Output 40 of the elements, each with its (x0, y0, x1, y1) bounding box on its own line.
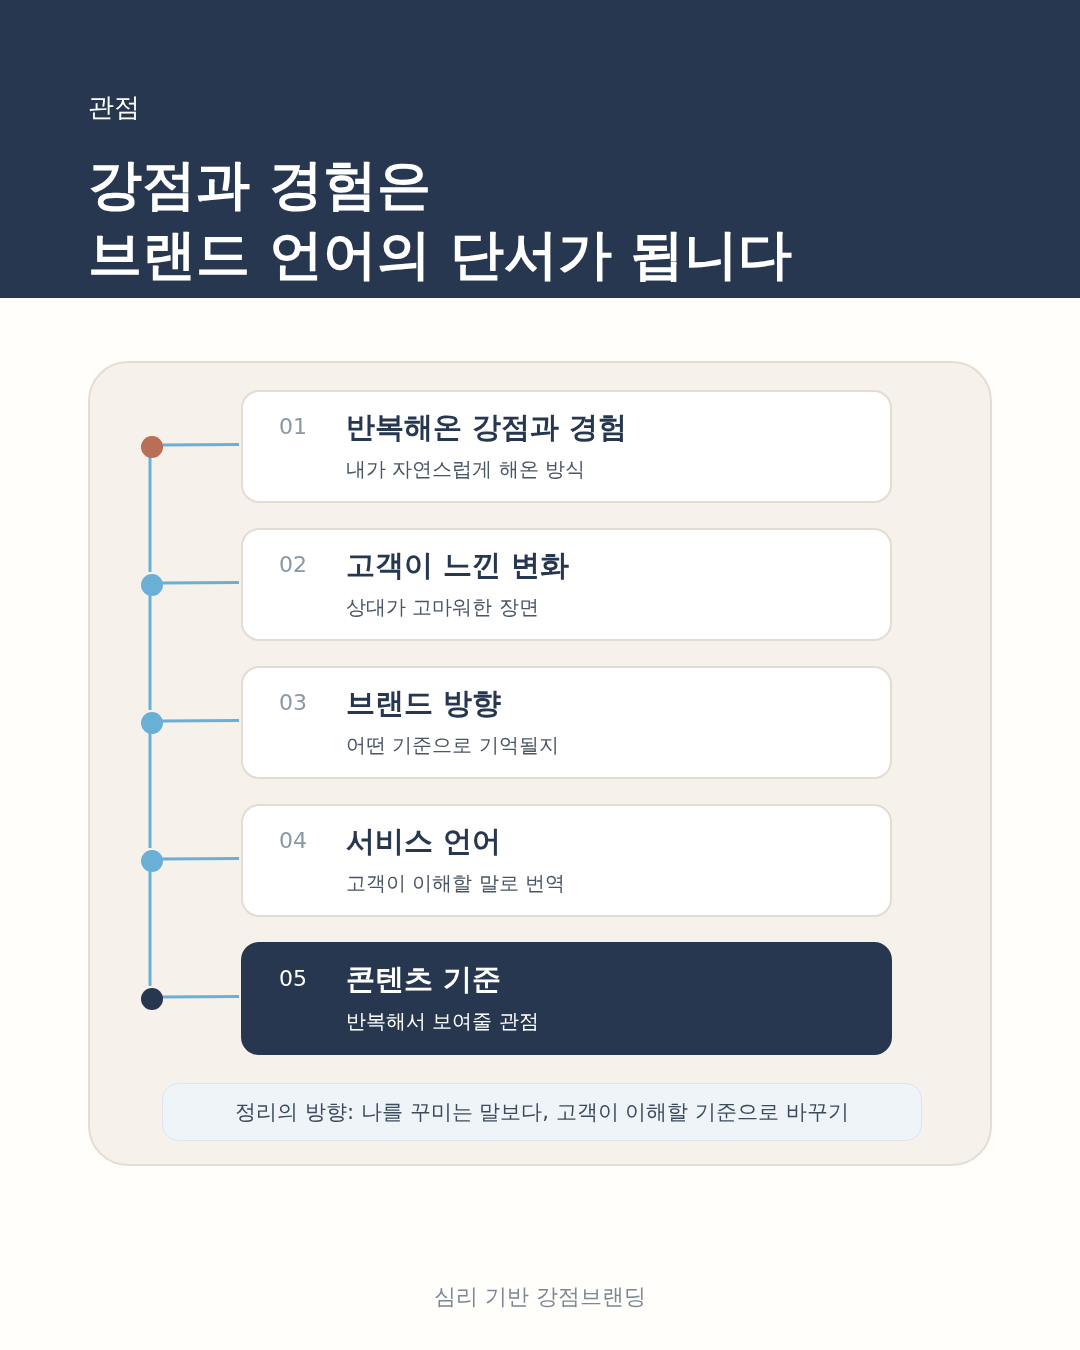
step-number: 03 (279, 690, 307, 715)
note-text: 정리의 방향: 나를 꾸미는 말보다, 고객이 이해할 기준으로 바꾸기 (235, 1099, 849, 1126)
connector-line (161, 719, 239, 723)
summary-note (162, 1083, 922, 1141)
step-heading: 고객이 느낀 변화 (346, 547, 570, 584)
timeline-panel (88, 361, 992, 1166)
step-description: 내가 자연스럽게 해온 방식 (346, 456, 586, 483)
step-card (241, 528, 892, 641)
connector-line (161, 581, 239, 585)
connector-line (148, 594, 152, 710)
step-number: 04 (279, 828, 307, 853)
connector-line (161, 857, 239, 861)
step-description: 상대가 고마워한 장면 (346, 594, 539, 621)
step-heading: 서비스 언어 (346, 823, 502, 860)
step-heading: 콘텐츠 기준 (346, 961, 502, 998)
step-card (241, 390, 892, 503)
timeline-dot (141, 436, 163, 458)
timeline-dot (141, 574, 163, 596)
connector-line (148, 456, 152, 572)
step-number: 05 (279, 966, 307, 991)
connector-line (161, 443, 239, 447)
connector-line (161, 995, 239, 999)
kicker-text: 관점 (88, 91, 140, 124)
step-number: 02 (279, 552, 307, 577)
timeline-dot (141, 988, 163, 1010)
step-number: 01 (279, 414, 307, 439)
step-description: 반복해서 보여줄 관점 (346, 1008, 539, 1035)
step-card (241, 666, 892, 779)
step-heading: 브랜드 방향 (346, 685, 502, 722)
timeline-dot (141, 712, 163, 734)
step-heading: 반복해온 강점과 경험 (346, 409, 628, 446)
step-card (241, 942, 892, 1055)
timeline-dot (141, 850, 163, 872)
footer-text: 심리 기반 강점브랜딩 (433, 1283, 647, 1311)
title: 강점과 경험은 브랜드 언어의 단서가 됩니다 (88, 152, 793, 288)
step-description: 어떤 기준으로 기억될지 (346, 732, 559, 759)
step-card (241, 804, 892, 917)
step-description: 고객이 이해할 말로 번역 (346, 870, 566, 897)
connector-line (148, 732, 152, 848)
connector-line (148, 870, 152, 986)
